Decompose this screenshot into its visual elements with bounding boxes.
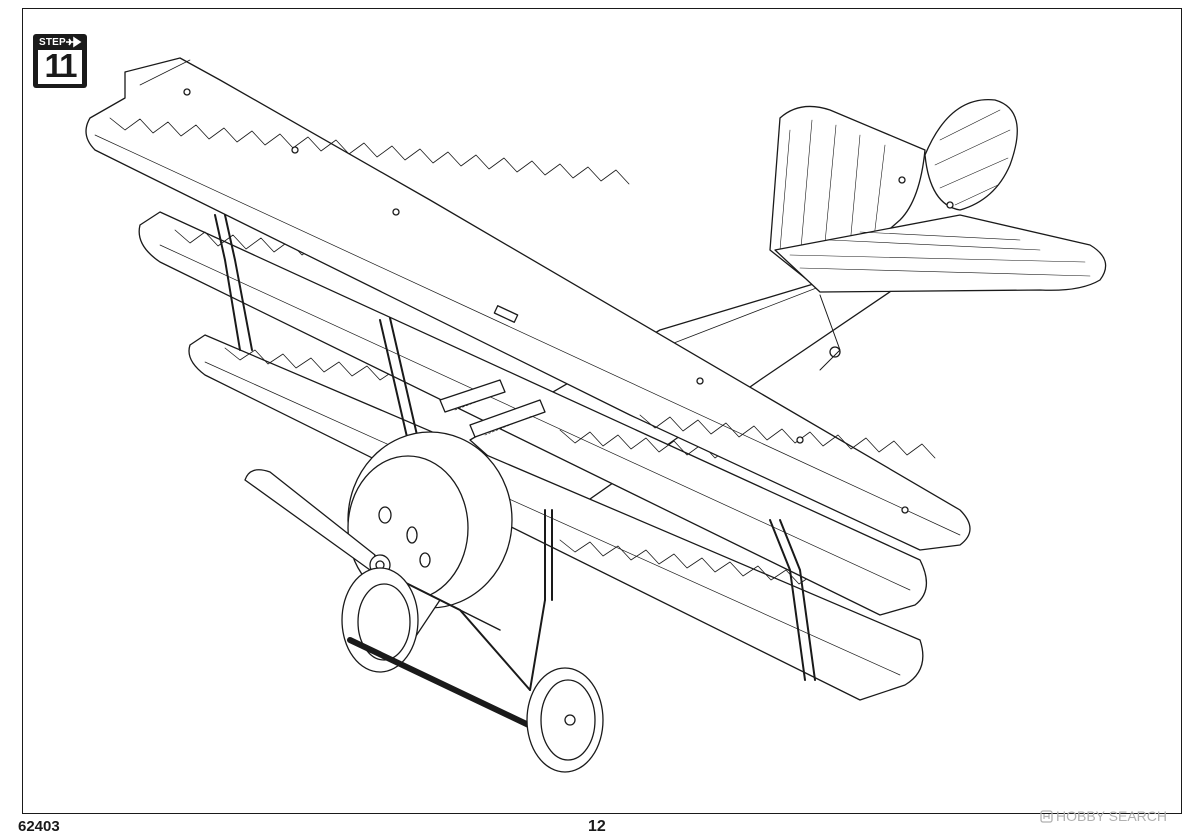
kit-number: 62403 (18, 818, 60, 835)
step-number: 11 (44, 47, 78, 84)
machine-guns (439, 379, 546, 438)
top-wing (85, 57, 971, 551)
plane-arrow-icon (66, 36, 82, 48)
rudder (924, 98, 1018, 211)
page-number: 12 (588, 818, 606, 835)
horizontal-stabilizer (774, 176, 1107, 293)
step-label: STEP (39, 37, 66, 48)
landing-gear (341, 567, 604, 773)
watermark-text: HOBBY SEARCH (1056, 808, 1167, 824)
page-frame (22, 8, 1182, 814)
step-badge: STEP 11 (33, 34, 87, 88)
hobby-search-logo-icon (1040, 809, 1053, 823)
interplane-struts (214, 214, 816, 681)
step-number-box: 11 (38, 47, 82, 84)
watermark: HOBBY SEARCH (1040, 808, 1167, 824)
